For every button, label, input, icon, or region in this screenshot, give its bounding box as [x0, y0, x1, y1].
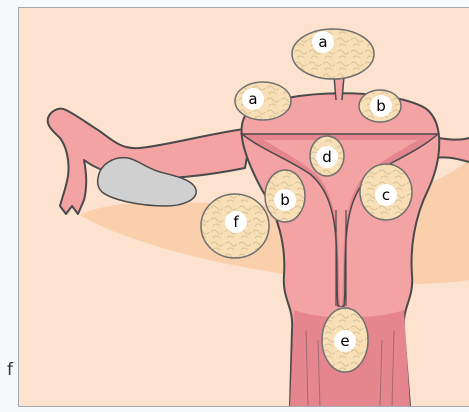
fibroid-label: d — [322, 148, 332, 166]
fibroid-label: c — [382, 186, 390, 204]
fibroid-d-submucosal-pedunculated: d — [310, 136, 344, 176]
fibroid-a-subserosal: a — [235, 82, 291, 120]
fibroid-c-submucosal: c — [360, 164, 412, 220]
fibroid-b-intramural: b — [265, 170, 305, 222]
fibroid-b-fundal: b — [359, 90, 401, 122]
fibroid-label: a — [248, 90, 257, 108]
fibroid-label: e — [340, 332, 349, 350]
fibroid-f-intraligamentary: f — [201, 194, 269, 258]
fibroid-label: a — [318, 33, 327, 51]
fibroid-label: b — [376, 97, 386, 115]
fibroid-label: b — [280, 191, 290, 209]
fibroid-shape — [292, 29, 374, 79]
fibroid-label: f — [233, 213, 239, 231]
fibroid-e-cervical: e — [322, 308, 368, 372]
fibroid-a-pedunculated: a — [292, 29, 374, 79]
